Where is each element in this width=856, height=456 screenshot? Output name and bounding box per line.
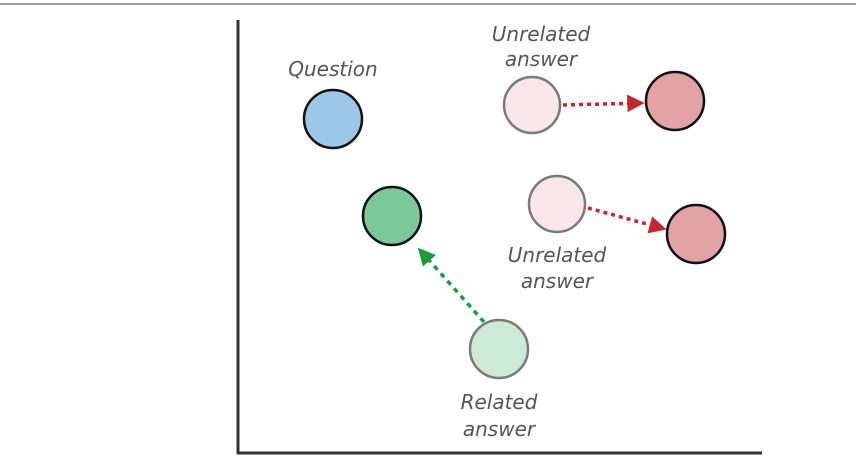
unrelated-answer-mid-moved-node bbox=[665, 203, 727, 265]
unrelated-answer-top-original-node bbox=[502, 75, 562, 135]
unrelated-answer-mid-label-line1: Unrelated bbox=[508, 243, 607, 267]
related-answer-label-line2: answer bbox=[463, 417, 537, 441]
related-answer-moved-node bbox=[361, 185, 423, 247]
unrelated-answer-mid-label-line2: answer bbox=[521, 269, 595, 293]
unrelated-answer-top-label-line2: answer bbox=[505, 47, 579, 71]
question-node bbox=[302, 88, 364, 150]
pull-arrow bbox=[417, 247, 486, 324]
unrelated-answer-top-moved-node bbox=[644, 70, 706, 132]
question-label: Question bbox=[288, 57, 377, 81]
unrelated-answer-top-label-line1: Unrelated bbox=[492, 22, 591, 46]
related-answer-label-line1: Related bbox=[461, 390, 538, 414]
related-answer-original-node bbox=[468, 318, 530, 380]
unrelated-answer-mid-original-node bbox=[527, 174, 587, 234]
push-arrow-top bbox=[562, 94, 645, 113]
push-arrow-mid bbox=[587, 206, 667, 234]
